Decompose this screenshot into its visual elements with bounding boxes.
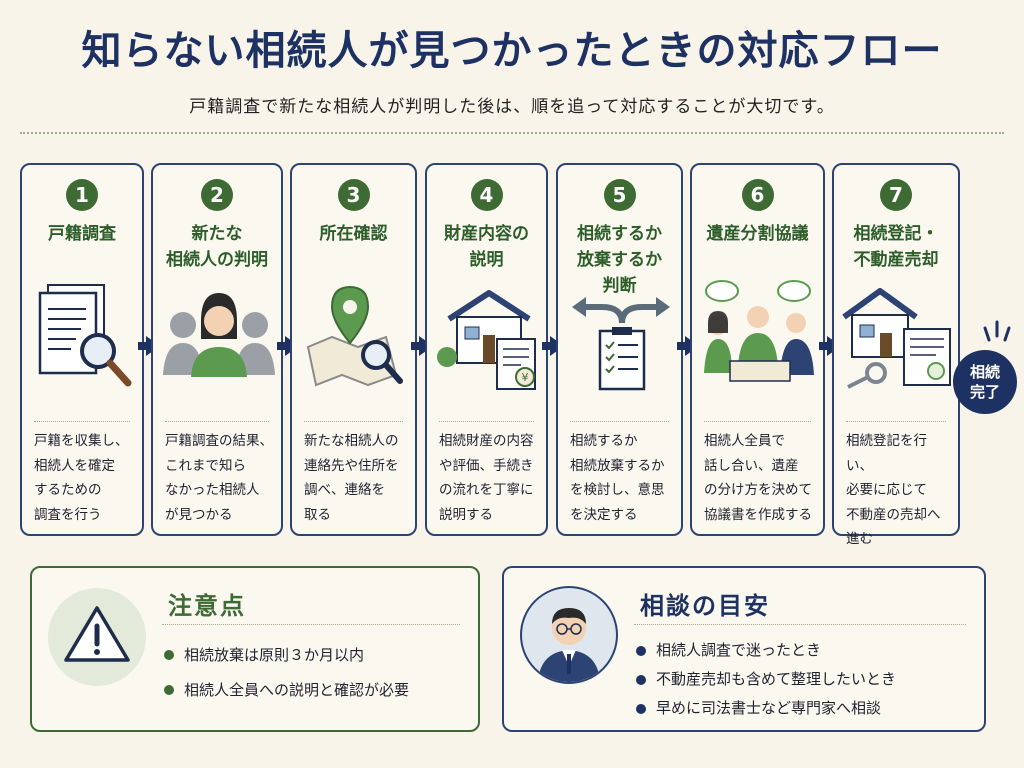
step-card-1: 1 戸籍調査 戸籍を収集し、 相続人を確定 するための 調査を行う: [20, 163, 144, 536]
step-description: 戸籍調査の結果、 これまで知ら なかった相続人 が見つかる: [165, 433, 273, 523]
step-number: 1: [66, 179, 98, 211]
step-number: 6: [741, 179, 774, 211]
divider: [165, 421, 269, 422]
divider: [439, 421, 534, 422]
divider: [20, 132, 1004, 134]
list-item: 不動産売却も含めて整理したいとき: [636, 665, 896, 694]
list-item: 相続人調査で迷ったとき: [636, 636, 896, 665]
map-pin-icon: [296, 277, 411, 395]
divider: [34, 421, 130, 422]
step-card-6: 6 遺産分割協議 相続人全員で 話し合い、遺産 の分け方を決めて 協議書を作成す…: [690, 163, 825, 536]
step-card-3: 3 所在確認 新たな相続人の 連絡先や住所を 調べ、連絡を 取る: [290, 163, 417, 536]
sparkle-icon: [983, 320, 1011, 342]
caution-title: 注意点: [168, 592, 246, 620]
step-number: 2: [201, 179, 233, 211]
step-card-7: 7 相続登記・ 不動産売却 相続登記を行い、 必要に応じて 不動産の売却へ 進む: [832, 163, 960, 547]
step-number: 7: [880, 179, 912, 211]
divider: [570, 421, 669, 422]
consultation-list: 相続人調査で迷ったとき 不動産売却も含めて整理したいとき 早めに司法書士など専門…: [636, 636, 896, 723]
divider: [634, 624, 966, 625]
page-title: 知らない相続人が見つかったときの対応フロー: [81, 28, 943, 74]
person-group-icon: [157, 277, 277, 395]
step-title: 戸籍調査: [48, 224, 116, 244]
documents-magnifier-icon: [26, 277, 138, 395]
step-title: 所在確認: [319, 224, 388, 244]
step-description: 新たな相続人の 連絡先や住所を 調べ、連絡を 取る: [304, 433, 399, 523]
step-title: 遺産分割協議: [706, 224, 809, 244]
step-number: 4: [470, 179, 503, 211]
list-item: 相続放棄は原則３か月以内: [164, 644, 409, 665]
step-description: 戸籍を収集し、 相続人を確定 するための 調査を行う: [34, 433, 129, 523]
step-card-2: 2 新たな 相続人の判明 戸籍調査の結果、 これまで知ら なかった相続人 が見つ…: [151, 163, 283, 536]
step-description: 相続財産の内容 や評価、手続き の流れを丁寧に 説明する: [439, 433, 534, 523]
list-item: 早めに司法書士など専門家へ相談: [636, 694, 896, 723]
divider: [162, 624, 460, 625]
step-number: 5: [603, 179, 636, 211]
completion-badge: 相続 完了: [953, 350, 1017, 414]
house-key-certificate-icon: [838, 277, 954, 395]
house-document-icon: ¥: [431, 277, 542, 395]
list-item: 相続人全員への説明と確認が必要: [164, 679, 409, 700]
step-card-5: 5 相続するか 放棄するか 判断 相続するか 相続放棄するか を検討し、意思 を…: [556, 163, 683, 536]
step-title: 新たな 相続人の判明: [166, 224, 268, 270]
divider: [704, 421, 811, 422]
svg-text:¥: ¥: [522, 371, 529, 384]
consultant-avatar-icon: [520, 586, 618, 684]
step-description: 相続登記を行い、 必要に応じて 不動産の売却へ 進む: [846, 433, 941, 547]
step-description: 相続するか 相続放棄するか を検討し、意思 を決定する: [570, 433, 665, 523]
consultation-panel: 相談の目安 相続人調査で迷ったとき 不動産売却も含めて整理したいとき 早めに司法…: [502, 566, 986, 732]
meeting-icon: [696, 277, 819, 395]
step-title: 相続登記・ 不動産売却: [853, 224, 939, 270]
consultation-title: 相談の目安: [640, 592, 770, 620]
divider: [304, 421, 403, 422]
step-description: 相続人全員で 話し合い、遺産 の分け方を決めて 協議書を作成する: [704, 433, 812, 523]
fork-arrow-checklist-icon: [562, 277, 677, 395]
caution-list: 相続放棄は原則３か月以内 相続人全員への説明と確認が必要: [164, 644, 409, 700]
page-subtitle: 戸籍調査で新たな相続人が判明した後は、順を追って対応することが大切です。: [189, 97, 835, 117]
step-title: 財産内容の 説明: [444, 224, 529, 270]
step-title: 相続するか 放棄するか 判断: [577, 224, 662, 296]
step-number: 3: [337, 179, 370, 211]
step-card-4: 4 財産内容の 説明 ¥ 相続財産の内容 や評価、手続き の流れを丁寧に 説明す…: [425, 163, 548, 536]
divider: [846, 421, 946, 422]
warning-icon: [48, 588, 146, 686]
caution-panel: 注意点 相続放棄は原則３か月以内 相続人全員への説明と確認が必要: [30, 566, 480, 732]
